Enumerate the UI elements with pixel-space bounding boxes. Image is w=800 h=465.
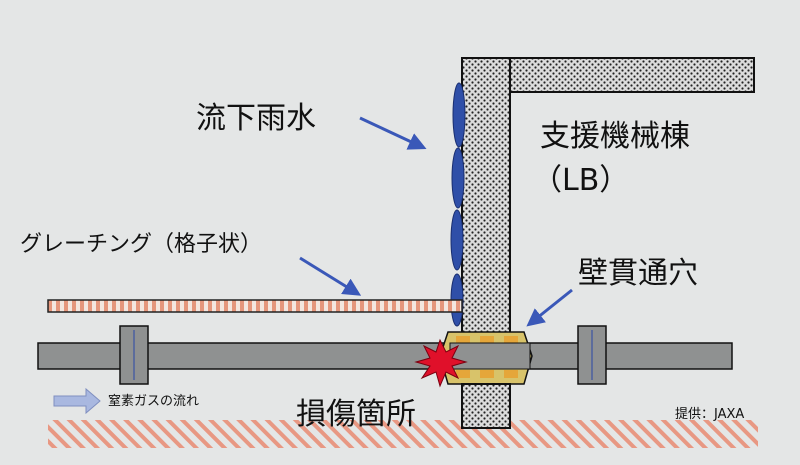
grating-plate [47, 299, 463, 313]
damage-label: 損傷箇所 [296, 397, 416, 432]
hole-pointer-arrow [526, 288, 573, 327]
nitrogen-pipe [37, 325, 733, 385]
hole-label: 壁貫通穴 [578, 256, 698, 291]
building-label: 支援機械棟 [540, 119, 690, 154]
grating-pointer-arrow [299, 256, 362, 296]
damage-hatch-band [48, 420, 758, 448]
nitrogen-flow-label: 窒素ガスの流れ [108, 394, 200, 409]
right-arrow-icon [53, 387, 101, 415]
building-abbr-label: （LB） [532, 163, 630, 198]
grating-label: グレーチング（格子状） [20, 232, 263, 257]
rain-label: 流下雨水 [196, 101, 316, 136]
credit-label: 提供：JAXA [675, 407, 745, 422]
wall-penetration-seal [439, 331, 533, 429]
rain-pointer-arrow [359, 116, 427, 150]
explosion-spark-icon [414, 338, 468, 388]
